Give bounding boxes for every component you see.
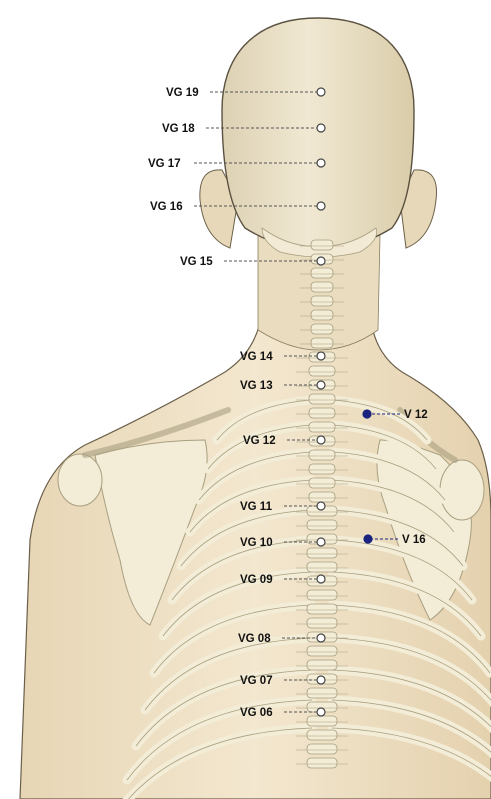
label-vg-06: VG 06 (240, 707, 273, 719)
acupoint-vg-16 (317, 202, 325, 210)
label-vg-15: VG 15 (180, 256, 213, 268)
vertebra (307, 520, 337, 530)
label-vg-12: VG 12 (243, 435, 276, 447)
acupoint-v-12 (363, 410, 371, 418)
vertebra (307, 688, 337, 698)
acupoint-vg-07 (317, 676, 325, 684)
acupoint-vg-10 (317, 538, 325, 546)
vertebra (307, 590, 337, 600)
vertebra (307, 646, 337, 656)
acupoint-vg-19 (317, 88, 325, 96)
acupoint-vg-18 (317, 124, 325, 132)
acupoint-vg-11 (317, 502, 325, 510)
acupoint-vg-09 (317, 575, 325, 583)
vertebra (307, 758, 337, 768)
acupoint-vg-12 (317, 436, 325, 444)
vertebra (307, 660, 337, 670)
acupoint-vg-15 (317, 257, 325, 265)
label-vg-11: VG 11 (240, 501, 273, 513)
label-vg-09: VG 09 (240, 574, 273, 586)
label-vg-07: VG 07 (240, 675, 273, 687)
label-vg-19: VG 19 (166, 87, 199, 99)
vertebra (307, 604, 337, 614)
vertebra (309, 478, 335, 488)
label-vg-10: VG 10 (240, 537, 273, 549)
acupoint-v-16 (364, 535, 372, 543)
acupoint-vg-17 (317, 159, 325, 167)
acupoint-vg-08 (317, 634, 325, 642)
vertebra (307, 618, 337, 628)
vertebra (307, 730, 337, 740)
head (222, 18, 414, 250)
label-v-12: V 12 (404, 409, 428, 421)
vertebra (311, 282, 333, 292)
vertebra (311, 268, 333, 278)
vertebra (307, 548, 337, 558)
vertebra (311, 310, 333, 320)
vertebra (307, 744, 337, 754)
vertebra (309, 394, 335, 404)
vertebra (309, 464, 335, 474)
vertebra (309, 366, 335, 376)
vertebra (309, 492, 335, 502)
label-v-16: V 16 (402, 534, 426, 546)
label-vg-16: VG 16 (150, 201, 183, 213)
vertebra (311, 296, 333, 306)
vertebra (311, 240, 333, 250)
left-humerus-head (58, 454, 102, 506)
label-vg-08: VG 08 (238, 633, 271, 645)
vertebra (311, 338, 333, 348)
vertebra (309, 408, 335, 418)
acupoint-vg-06 (317, 708, 325, 716)
vertebra (309, 422, 335, 432)
label-vg-13: VG 13 (240, 380, 273, 392)
right-humerus-head (440, 460, 484, 520)
label-vg-14: VG 14 (240, 351, 273, 363)
acupoint-vg-14 (317, 352, 325, 360)
label-vg-18: VG 18 (162, 123, 195, 135)
vertebra (307, 716, 337, 726)
acupoint-vg-13 (317, 381, 325, 389)
vertebra (309, 450, 335, 460)
vertebra (311, 324, 333, 334)
vertebra (307, 562, 337, 572)
label-vg-17: VG 17 (148, 158, 181, 170)
